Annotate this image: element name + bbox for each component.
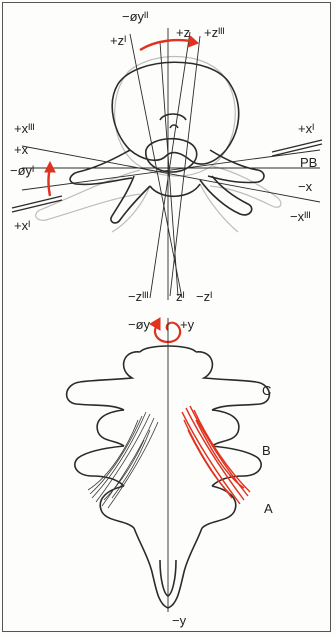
label-minus-z3-bottom: −zᴵᴵᴵ	[128, 290, 149, 303]
label-plus-z1-top: +zᴵ	[110, 34, 126, 47]
label-bottom-minus-y: −y	[172, 614, 186, 627]
label-lower-plus-y: +y	[180, 318, 194, 331]
label-minus-x3-right: −xᴵᴵᴵ	[290, 210, 311, 223]
vertebra-outline-rotated	[36, 57, 281, 233]
label-lower-minus-phi-y: −øy	[128, 318, 150, 331]
label-minus-z1-bottom: −zᴵ	[196, 290, 212, 303]
label-plus-x3-left: +xᴵᴵᴵ	[14, 122, 35, 135]
x1-axis-double-lines	[12, 140, 322, 212]
label-plus-z3-top: +zᴵᴵᴵ	[204, 26, 225, 39]
label-plus-x1-right: +xᴵ	[298, 122, 314, 135]
label-level-a: A	[264, 502, 273, 515]
axis-lines	[22, 28, 320, 300]
rotation-loop-arrow	[150, 318, 180, 342]
rotation-arrow-left	[45, 162, 55, 196]
label-minus-x-right: −x	[298, 180, 312, 193]
label-level-c: C	[262, 384, 271, 397]
muscle-strands-left	[88, 412, 158, 508]
label-minus-phi-y2: −øyᴵᴵ	[122, 10, 148, 23]
label-z1-bottom: zᴵ	[176, 290, 185, 303]
label-minus-phi-y1-left: −øyᴵ	[10, 164, 34, 177]
label-plus-x-left: +x	[14, 143, 28, 156]
label-plus-z-top: +z	[176, 26, 190, 39]
label-pb: PB	[300, 156, 317, 169]
muscle-strands-right	[182, 406, 250, 504]
label-level-b: B	[262, 444, 271, 457]
label-plus-x1-left: +xᴵ	[14, 219, 30, 232]
